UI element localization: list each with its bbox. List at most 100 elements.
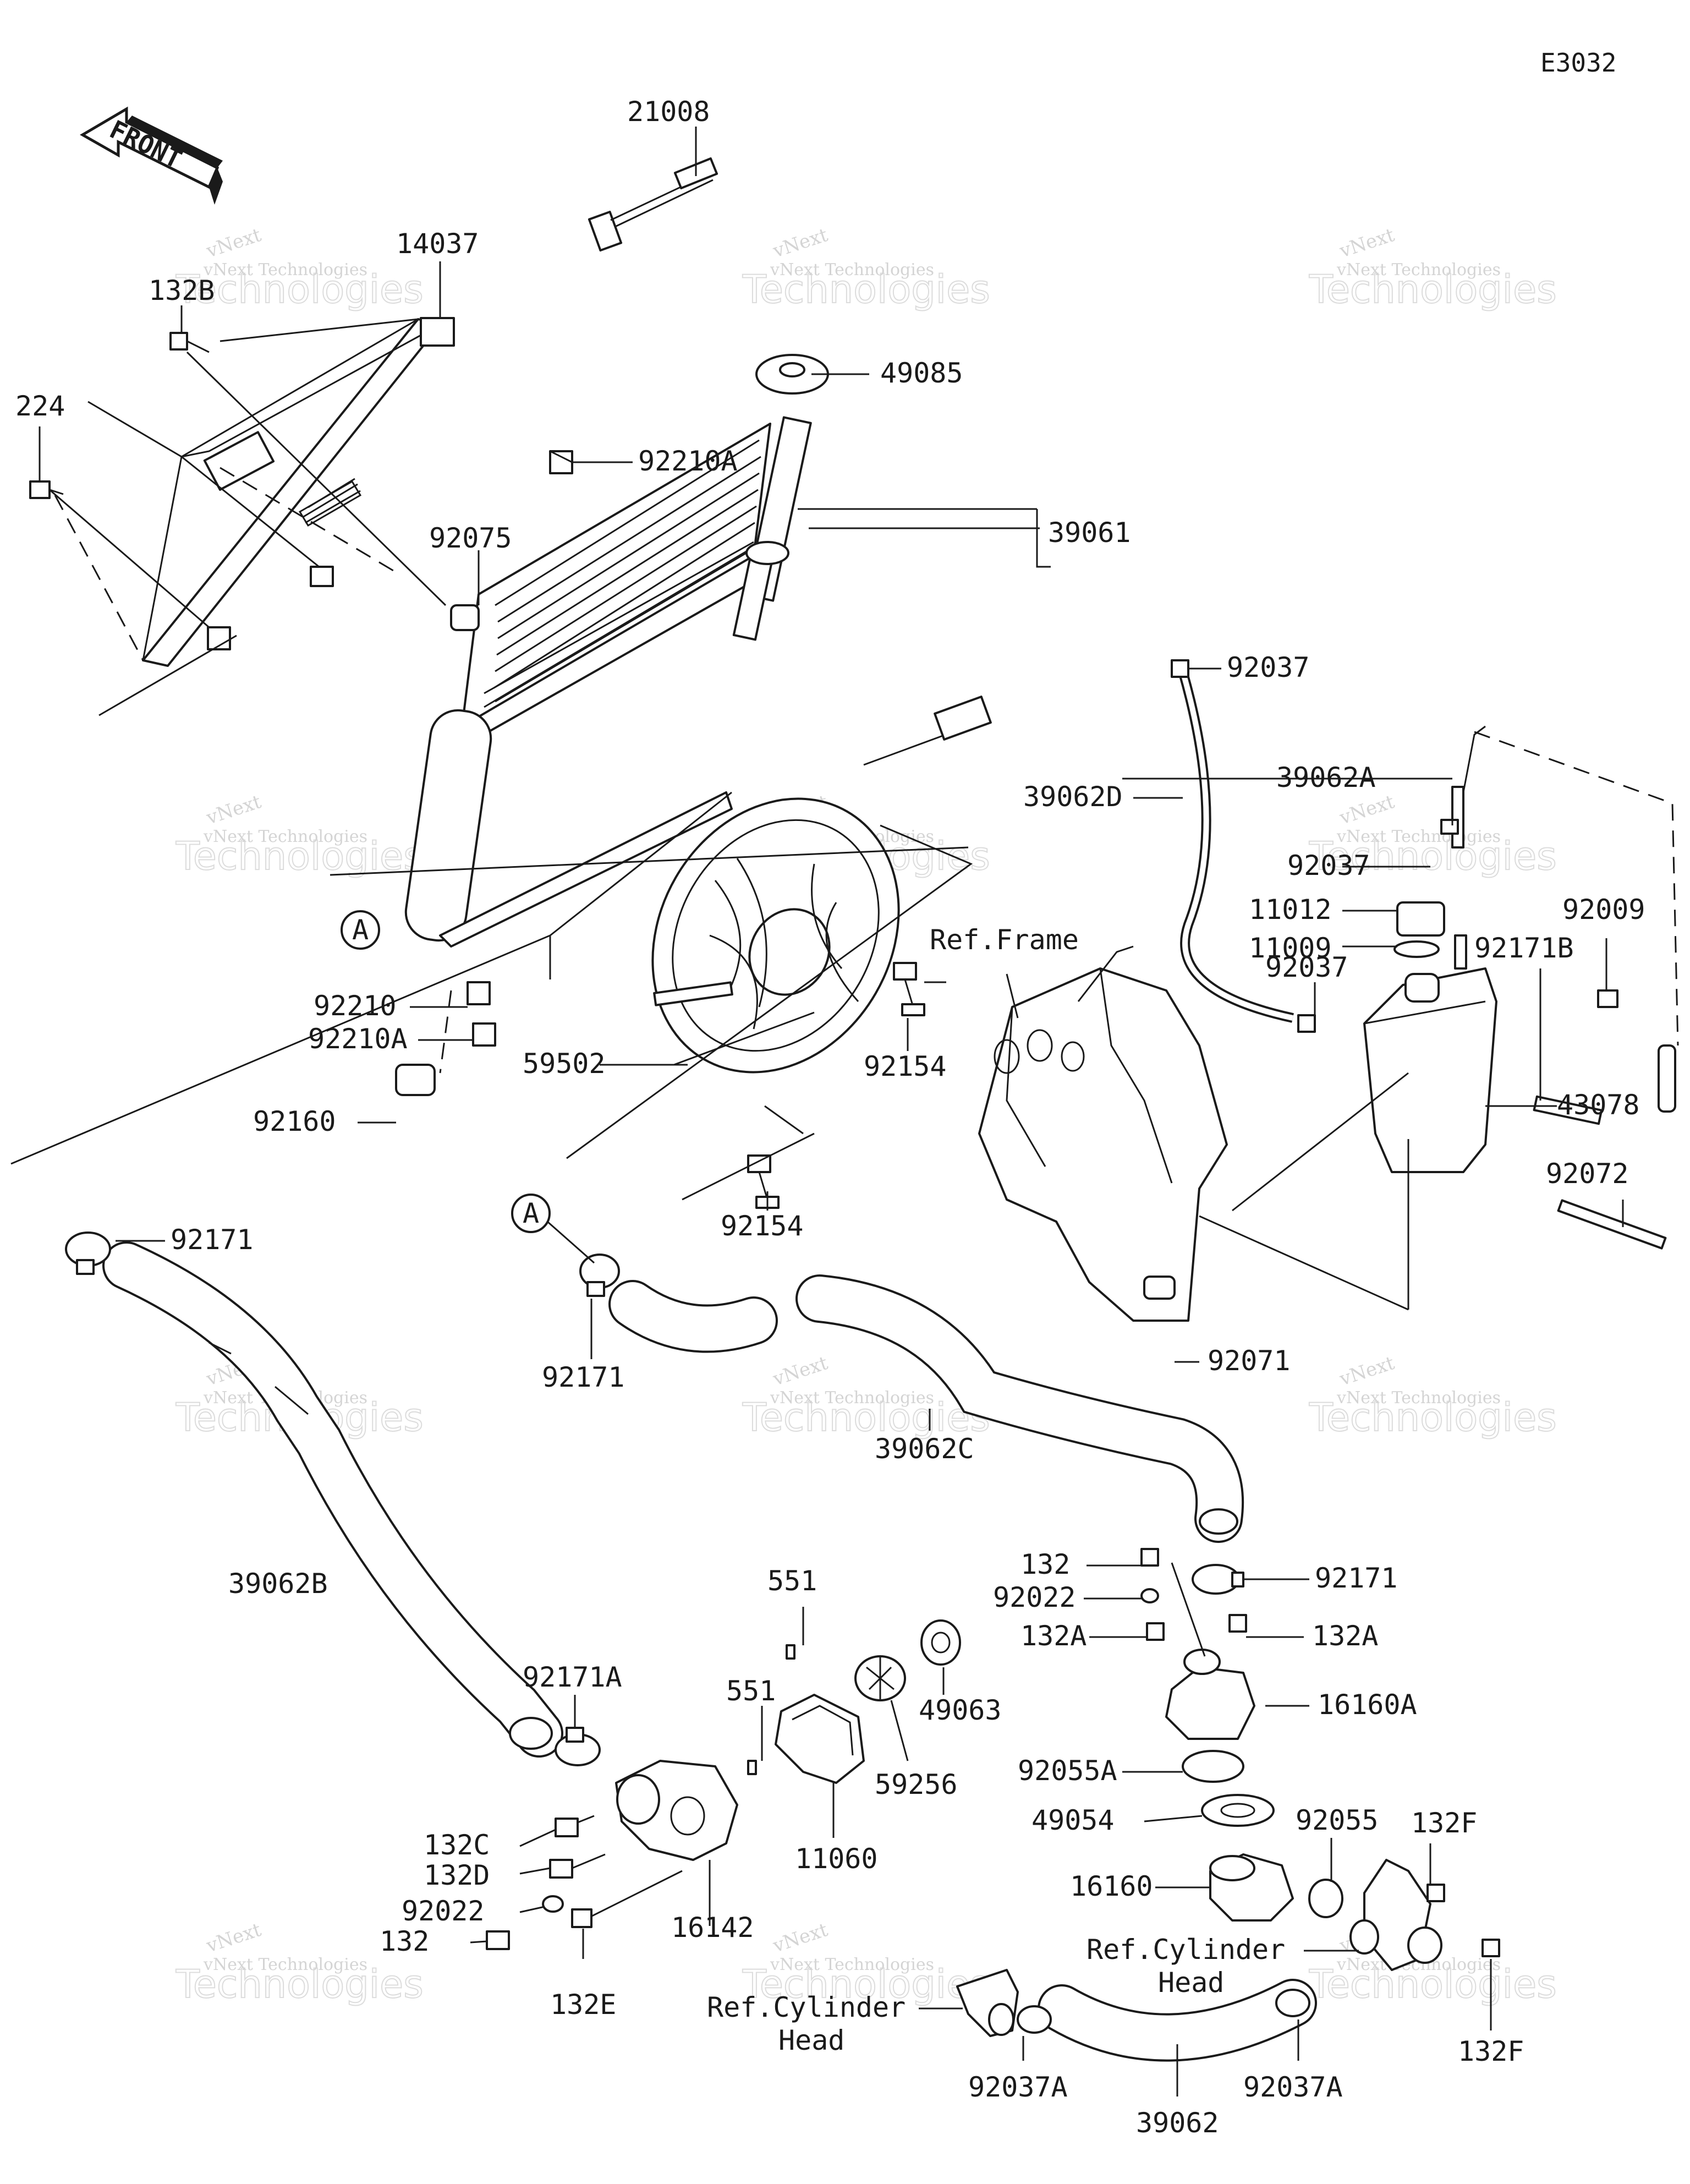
label-ref-cylinder-right-head: Head xyxy=(1158,1967,1224,1999)
clamp-92037A-right xyxy=(1275,1989,1310,2017)
svg-text:vNext Technologies: vNext Technologies xyxy=(203,827,367,846)
callout-a-lower: A xyxy=(511,1194,595,1264)
cooling-fan-59502 xyxy=(651,696,992,1074)
radiator-cap-49085 xyxy=(745,354,829,565)
seal-49063 xyxy=(920,1619,961,1666)
diagram-code: E3032 xyxy=(1540,48,1616,78)
label-14037: 14037 xyxy=(396,228,479,260)
label-49054: 49054 xyxy=(1031,1804,1115,1836)
tank-cap-11012 xyxy=(1396,901,1445,937)
radiator-guard-14037 xyxy=(142,317,455,667)
clip-92037-top xyxy=(1171,659,1189,678)
o-ring-92055 xyxy=(1308,1879,1343,1918)
clamp-92171A xyxy=(555,1727,601,1766)
overflow-tube xyxy=(1658,1044,1676,1113)
svg-text:A: A xyxy=(352,914,369,946)
bolt-92154-a xyxy=(893,962,925,1016)
svg-text:Technologies: Technologies xyxy=(1309,1962,1557,2007)
nut-92210A-low xyxy=(472,1022,496,1047)
label-92075: 92075 xyxy=(429,522,512,554)
bolt-132F-bottom xyxy=(1482,1939,1500,1957)
label-49085: 49085 xyxy=(880,357,963,389)
svg-text:vNext: vNext xyxy=(203,1919,264,1957)
label-551-a: 551 xyxy=(767,1565,817,1597)
label-39062: 39062 xyxy=(1136,2107,1219,2139)
watermark-layer: vNext Technologies vNext Technologies vN… xyxy=(175,224,1557,2007)
svg-text:vNext: vNext xyxy=(1336,1352,1397,1391)
frame-reference xyxy=(978,945,1228,1322)
label-92154-b: 92154 xyxy=(721,1210,804,1242)
label-92037A-left: 92037A xyxy=(968,2071,1068,2103)
o-ring-92055A xyxy=(1182,1750,1244,1783)
bolt-132C xyxy=(555,1818,579,1837)
label-92009: 92009 xyxy=(1562,894,1645,926)
label-16160A: 16160A xyxy=(1318,1689,1417,1721)
grommet-92160 xyxy=(395,1064,436,1096)
label-132-bottom: 132 xyxy=(380,1925,429,1957)
label-92171A: 92171A xyxy=(523,1661,622,1693)
svg-text:vNext Technologies: vNext Technologies xyxy=(203,1955,367,1974)
grommet-92075 xyxy=(450,604,480,631)
label-92210A-top: 92210A xyxy=(638,445,738,477)
svg-text:vNext Technologies: vNext Technologies xyxy=(770,1955,934,1974)
label-92171-mid: 92171 xyxy=(542,1361,625,1393)
watermark: vNext Technologies vNext Technologies xyxy=(1308,224,1557,313)
label-49063: 49063 xyxy=(919,1694,1002,1726)
clip-92037-mid xyxy=(1440,819,1459,835)
watermark: vNext Technologies vNext Technologies xyxy=(1308,1352,1557,1441)
clip-92037-low xyxy=(1297,1014,1316,1033)
label-92037-mid: 92037 xyxy=(1287,850,1370,882)
leader-lines xyxy=(10,127,1624,2097)
label-11012: 11012 xyxy=(1249,894,1332,926)
thermostat-cover-16160A xyxy=(1140,1548,1255,1740)
svg-text:vNext: vNext xyxy=(1336,224,1397,262)
svg-text:Technologies: Technologies xyxy=(175,267,424,312)
label-ref-frame: Ref.Frame xyxy=(930,924,1079,956)
label-92171B: 92171B xyxy=(1474,932,1574,964)
part-labels: 21008 14037 132B 224 92210A 49085 39061 … xyxy=(15,96,1645,2139)
label-132A-right: 132A xyxy=(1312,1620,1378,1652)
label-21008: 21008 xyxy=(627,96,710,128)
label-92160: 92160 xyxy=(253,1105,336,1137)
watermark: vNext Technologies vNext Technologies xyxy=(175,224,424,313)
gasket-11009 xyxy=(1393,940,1440,958)
svg-text:Technologies: Technologies xyxy=(175,1962,424,2007)
svg-text:vNext: vNext xyxy=(770,1352,831,1391)
label-92171-left: 92171 xyxy=(171,1224,254,1256)
bolt-132A-right xyxy=(1228,1614,1247,1633)
label-16160: 16160 xyxy=(1070,1870,1153,1902)
thermostat-49054 xyxy=(1201,1794,1275,1827)
label-ref-cylinder-left-head: Head xyxy=(778,2024,844,2056)
bolt-132D xyxy=(549,1859,573,1879)
front-arrow-icon: FRONT xyxy=(80,106,223,205)
label-132F-top: 132F xyxy=(1411,1807,1477,1839)
label-551-b: 551 xyxy=(726,1675,776,1707)
label-ref-cylinder-right: Ref.Cylinder xyxy=(1087,1934,1285,1966)
label-132F-bottom: 132F xyxy=(1458,2035,1524,2067)
washer-92022-right xyxy=(1140,1588,1159,1603)
svg-text:Technologies: Technologies xyxy=(1309,1395,1557,1440)
label-11060: 11060 xyxy=(795,1843,878,1875)
label-39062B: 39062B xyxy=(228,1568,328,1600)
cylinder-head-fitting-left xyxy=(956,1969,1019,2037)
label-39062C: 39062C xyxy=(875,1433,974,1465)
clamp-92037A-left xyxy=(1017,2005,1052,2034)
bolt-132A-left xyxy=(1146,1622,1165,1641)
svg-text:vNext: vNext xyxy=(203,791,264,829)
hose-39062C xyxy=(608,1274,1244,1543)
label-92022-right: 92022 xyxy=(993,1581,1076,1613)
radiator-39061 xyxy=(404,416,812,948)
svg-text:Technologies: Technologies xyxy=(742,1395,990,1440)
hose-39062B xyxy=(102,1241,563,1758)
label-92037A-right: 92037A xyxy=(1243,2071,1343,2103)
svg-text:Technologies: Technologies xyxy=(742,267,990,312)
label-ref-cylinder-left: Ref.Cylinder xyxy=(707,1991,906,2023)
washer-92022-left xyxy=(542,1895,564,1913)
nut-92210A-top xyxy=(549,450,573,474)
svg-text:Technologies: Technologies xyxy=(1309,834,1557,879)
label-92055: 92055 xyxy=(1296,1804,1379,1836)
svg-text:vNext Technologies: vNext Technologies xyxy=(203,260,367,280)
label-132E: 132E xyxy=(550,1989,616,2021)
label-11009: 11009 xyxy=(1249,932,1332,964)
